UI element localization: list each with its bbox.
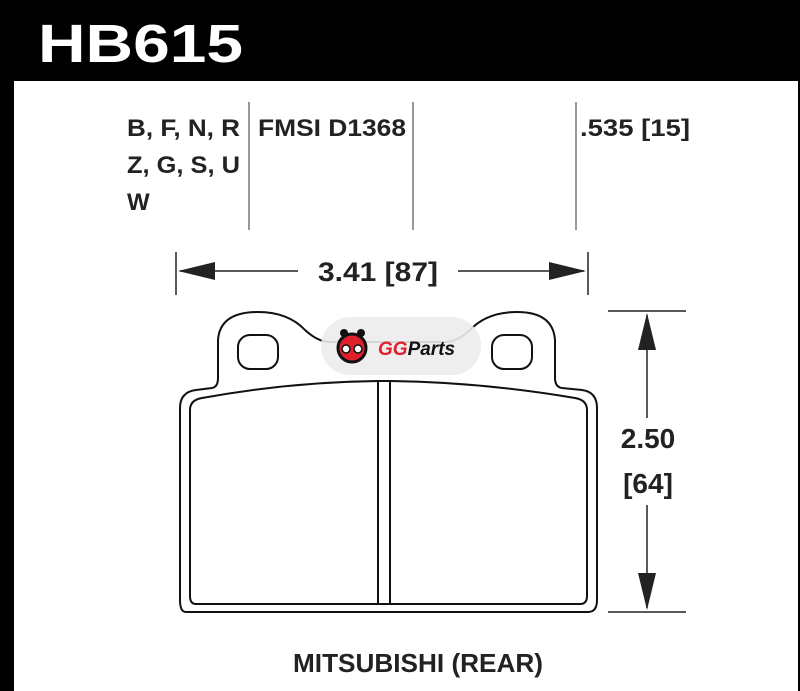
right-border <box>798 0 800 691</box>
friction-material-outline <box>189 380 588 605</box>
width-dimension-line <box>175 252 589 295</box>
header-bar <box>0 0 800 81</box>
pad-thickness: .535 [15] <box>580 115 690 142</box>
ggparts-mascot-icon <box>336 329 368 364</box>
compounds-line-3: W <box>127 189 150 216</box>
compounds-line-2: Z, G, S, U <box>127 152 240 179</box>
height-dimension-line <box>608 310 686 613</box>
fmsi-number: FMSI D1368 <box>258 115 406 142</box>
center-slot <box>377 381 391 604</box>
arrow-right-icon <box>549 262 586 280</box>
right-ear-hole <box>491 334 533 370</box>
arrow-up-icon <box>638 313 656 350</box>
column-dividers <box>248 102 577 230</box>
height-label-line-2: [64] <box>623 468 673 499</box>
part-number: HB615 <box>38 14 243 74</box>
left-border <box>0 0 14 691</box>
arrow-down-icon <box>638 573 656 610</box>
arrow-left-icon <box>178 262 215 280</box>
left-ear-hole <box>237 334 279 370</box>
vehicle-application: MITSUBISHI (REAR) <box>293 648 543 678</box>
height-label-line-1: 2.50 <box>621 423 676 454</box>
ggparts-watermark: GGParts <box>321 317 481 375</box>
compounds-line-1: B, F, N, R <box>127 115 240 142</box>
watermark-text: GGParts <box>378 339 455 360</box>
width-label: 3.41 [87] <box>318 257 438 287</box>
